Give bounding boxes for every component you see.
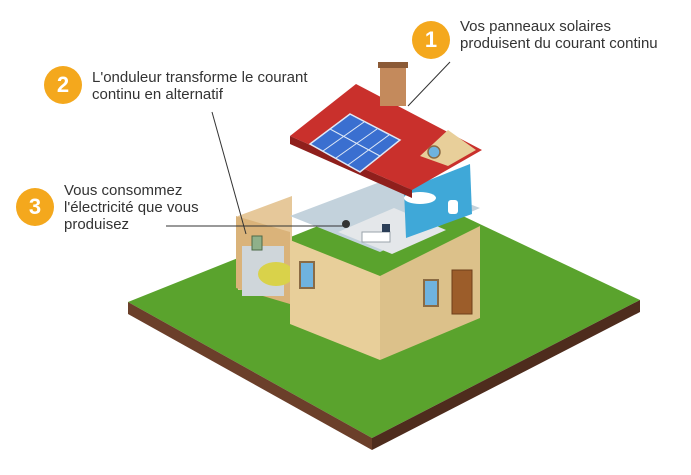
- callout-text: Vous consommez l'électricité que vous pr…: [64, 182, 199, 233]
- step-badge: 1: [412, 21, 450, 59]
- leader-lines: [166, 61, 451, 235]
- office-desk: [361, 231, 391, 243]
- bathroom-tiles: [404, 164, 472, 238]
- garage: [236, 196, 294, 304]
- callout-solar-panels: 1 Vos panneaux solaires produisent du co…: [412, 18, 680, 59]
- solar-panels: [308, 113, 402, 173]
- toilet: [448, 200, 458, 214]
- leader-line-1: [407, 61, 451, 107]
- soil-left: [128, 302, 372, 450]
- step-badge: 2: [44, 66, 82, 104]
- callout-text: Vos panneaux solaires produisent du cour…: [460, 18, 658, 52]
- callout-inverter: 2 L'onduleur transforme le courant conti…: [44, 66, 312, 104]
- dormer-window: [427, 145, 441, 159]
- chimney: [380, 66, 406, 106]
- soil-right: [372, 300, 640, 450]
- garage-inverter: [251, 235, 263, 251]
- front-door: [451, 269, 473, 315]
- office-monitor: [382, 224, 390, 232]
- left-window: [299, 261, 315, 289]
- step-badge: 3: [16, 188, 54, 226]
- garage-car: [258, 262, 294, 286]
- chimney-cap: [378, 62, 408, 68]
- house-body: [290, 164, 480, 360]
- solar-grid-line: [329, 128, 381, 157]
- right-window: [423, 279, 439, 307]
- leader-line-2: [211, 111, 247, 235]
- callout-consumption: 3 Vous consommez l'électricité que vous …: [16, 182, 254, 233]
- inverter-marker: [342, 220, 350, 228]
- callout-text: L'onduleur transforme le courant continu…: [92, 69, 308, 103]
